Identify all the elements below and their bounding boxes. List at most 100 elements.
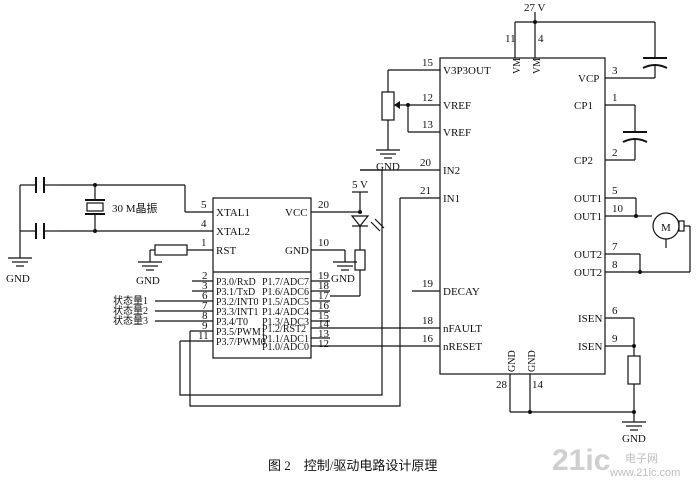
driver-pin-2-num: 2 xyxy=(612,147,618,159)
mcu-pin-6-num: 6 xyxy=(202,290,208,302)
mcu-pin-p17: P1.7/ADC7 xyxy=(262,277,309,288)
gnd-label-rst: GND xyxy=(136,275,160,287)
mcu-pin-p16: P1.6/ADC6 xyxy=(262,287,309,298)
led-resistor xyxy=(354,249,366,271)
driver-pin-15-num: 15 xyxy=(422,57,434,69)
mcu-pin-15-num: 15 xyxy=(318,310,330,322)
driver-pin-gnd-b: GND xyxy=(527,350,538,372)
state-input-2: 状态量2 xyxy=(113,304,148,317)
mcu-pin-18-num: 18 xyxy=(318,280,330,292)
gnd-label-vref: GND xyxy=(376,161,400,173)
driver-pin-8-num: 8 xyxy=(612,259,618,271)
mcu-pin-3-num: 3 xyxy=(202,280,208,292)
driver-pin-out1-b: OUT1 xyxy=(574,211,602,223)
driver-pin-5-num: 5 xyxy=(612,185,618,197)
vref-potentiometer xyxy=(381,91,395,121)
watermark-logo: 21ic xyxy=(552,444,610,477)
driver-pin-28-num: 28 xyxy=(496,379,508,391)
mcu-pin-p12: P1.2/RST2 xyxy=(262,324,306,335)
mcu-pin-p33: P3.3/INT1 xyxy=(216,307,259,318)
mcu-pin-p37: P3.7/PWM0 xyxy=(216,337,266,348)
status-led xyxy=(350,215,370,227)
driver-pin-9-num: 9 xyxy=(612,333,618,345)
driver-pin-in1: IN1 xyxy=(443,193,460,205)
driver-pin-21-num: 21 xyxy=(420,185,431,197)
mcu-pin-p11: P1.1/ADC1 xyxy=(262,334,309,345)
mcu-pin-p34: P3.4/T0 xyxy=(216,317,248,328)
state-input-3: 状态量3 xyxy=(113,314,148,327)
driver-pin-13-num: 13 xyxy=(422,119,434,131)
mcu-pin-xtal2: XTAL2 xyxy=(216,226,250,238)
gnd-label-xtal: GND xyxy=(6,273,30,285)
driver-pin-20-num: 20 xyxy=(420,157,432,169)
state-input-1: 状态量1 xyxy=(113,294,148,307)
driver-pin-16-num: 16 xyxy=(422,333,434,345)
mcu-pin-14-num: 14 xyxy=(318,318,330,330)
figure-caption: 图 2 控制/驱动电路设计原理 xyxy=(268,458,437,473)
driver-pin-vcp: VCP xyxy=(578,73,599,85)
mcu-pin-xtal1: XTAL1 xyxy=(216,207,250,219)
driver-pin-7-num: 7 xyxy=(612,241,618,253)
driver-pin-cp2: CP2 xyxy=(574,155,593,167)
driver-pin-18-num: 18 xyxy=(422,315,434,327)
mcu-pin-p31: P3.1/TxD xyxy=(216,287,255,298)
mcu-pin-8-num: 8 xyxy=(202,310,208,322)
mcu-pin-p10: P1.0/ADC0 xyxy=(262,342,309,353)
driver-pin-isen-b: ISEN xyxy=(578,341,603,353)
crystal-body xyxy=(86,202,104,212)
mcu-pin-7-num: 7 xyxy=(202,300,208,312)
mcu-pin-17-num: 17 xyxy=(318,290,330,302)
reset-resistor xyxy=(154,244,188,256)
driver-pin-nreset: nRESET xyxy=(443,341,482,353)
mcu-pin-p14: P1.4/ADC4 xyxy=(262,307,309,318)
driver-pin-3-num: 3 xyxy=(612,65,618,77)
driver-pin-isen-a: ISEN xyxy=(578,313,603,325)
mcu-pin-5-num: 5 xyxy=(201,199,207,211)
driver-pin-gnd-a: GND xyxy=(507,350,518,372)
driver-pin-1-num: 1 xyxy=(612,92,618,104)
mcu-pin-p30: P3.0/RxD xyxy=(216,277,256,288)
gnd-label-mcu: GND xyxy=(331,273,355,285)
mcu-pin-rst: RST xyxy=(216,245,236,257)
mcu-pin-12-num: 12 xyxy=(318,338,329,350)
mcu-pin-13-num: 13 xyxy=(318,328,330,340)
driver-pin-12-num: 12 xyxy=(422,92,433,104)
driver-pin-out2-a: OUT2 xyxy=(574,249,602,261)
mcu-pin-gnd: GND xyxy=(285,245,309,257)
mcu-pin-9-num: 9 xyxy=(202,320,208,332)
vm-supply-label: 27 V xyxy=(524,2,546,14)
driver-pin-14-num: 14 xyxy=(532,379,544,391)
sense-resistor xyxy=(627,355,641,385)
driver-pin-11-num: 11 xyxy=(505,33,516,45)
driver-pin-vm-a: VM xyxy=(512,58,523,74)
mcu-pin-11-num: 11 xyxy=(198,330,209,342)
mcu-pin-p15: P1.5/ADC5 xyxy=(262,297,309,308)
mcu-pin-16-num: 16 xyxy=(318,300,330,312)
driver-pin-vref-a: VREF xyxy=(443,100,471,112)
driver-pin-cp1: CP1 xyxy=(574,100,593,112)
mcu-pin-p13: P1.3/ADC3 xyxy=(262,317,309,328)
driver-pin-in2: IN2 xyxy=(443,165,460,177)
driver-pin-vm-b: VM xyxy=(532,58,543,74)
driver-pin-vref-b: VREF xyxy=(443,127,471,139)
watermark-sub: 电子网 xyxy=(625,452,658,465)
driver-pin-10-num: 10 xyxy=(612,203,624,215)
mcu-pin-20-num: 20 xyxy=(318,199,330,211)
mcu-pin-p35: P3.5/PWM1 xyxy=(216,327,266,338)
mcu-pin-10-num: 10 xyxy=(318,237,330,249)
mcu-body xyxy=(212,197,312,359)
driver-pin-out2-b: OUT2 xyxy=(574,267,602,279)
mcu-pin-19-num: 19 xyxy=(318,270,330,282)
gnd-label-isen: GND xyxy=(622,433,646,445)
driver-pin-nfault: nFAULT xyxy=(443,323,482,335)
driver-pin-6-num: 6 xyxy=(612,305,618,317)
mcu-pin-p32: P3.2/INT0 xyxy=(216,297,259,308)
driver-pin-v3p3out: V3P3OUT xyxy=(443,65,491,77)
crystal-label: 30 M晶振 xyxy=(112,201,158,215)
driver-pin-out1-a: OUT1 xyxy=(574,193,602,205)
mcu-pin-4-num: 4 xyxy=(201,218,207,230)
driver-pin-decay: DECAY xyxy=(443,286,480,298)
mcu-pin-1-num: 1 xyxy=(201,237,207,249)
